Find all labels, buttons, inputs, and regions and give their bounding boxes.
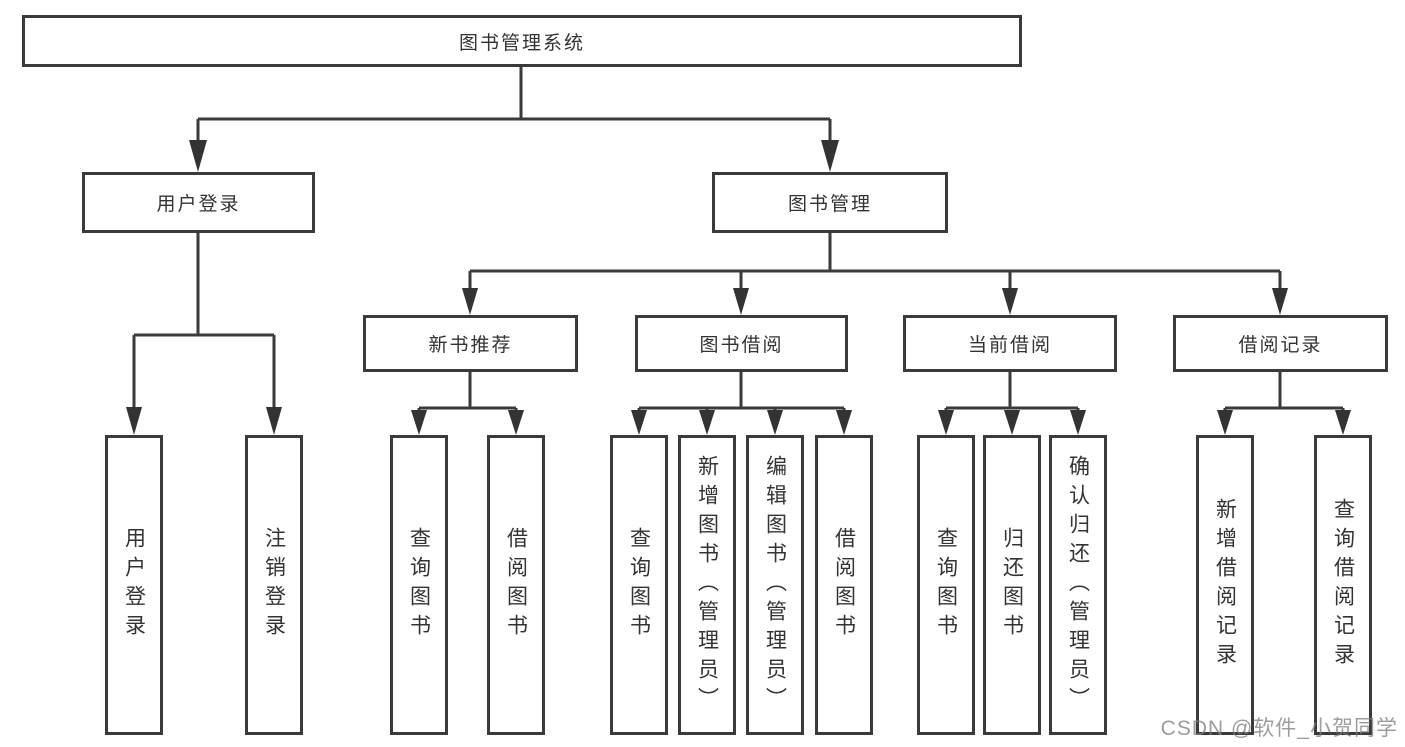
leaf-user-login: 用户登录 (105, 435, 163, 735)
connector-userlogin-to-leaves (132, 233, 276, 410)
connector-current-to-leaves (944, 372, 1080, 414)
node-book-management: 图书管理 (712, 172, 948, 233)
leaf-query-borrow-record: 查询借阅记录 (1314, 435, 1372, 735)
leaf-query-borrow-record-label: 查询借阅记录 (1331, 498, 1355, 672)
leaf-query-books-recommend: 查询图书 (390, 435, 448, 735)
leaf-query-books-recommend-label: 查询图书 (407, 527, 431, 643)
arrowheads-current-leaves (938, 410, 1086, 435)
node-book-borrowing-label: 图书借阅 (699, 335, 784, 356)
leaf-confirm-return-admin-label: 确认归还（管理员） (1066, 454, 1090, 716)
node-library-management-system: 图书管理系统 (22, 15, 1022, 67)
leaf-borrow-books-label: 借阅图书 (832, 527, 856, 643)
leaf-logout: 注销登录 (245, 435, 303, 735)
leaf-edit-book-admin: 编辑图书（管理员） (746, 435, 804, 735)
csdn-watermark: CSDN @软件_小贺同学 (1160, 717, 1398, 740)
node-current-borrowing: 当前借阅 (903, 315, 1117, 372)
leaf-confirm-return-admin: 确认归还（管理员） (1049, 435, 1107, 735)
leaf-edit-book-admin-label: 编辑图书（管理员） (763, 454, 787, 716)
arrowheads-records-leaves (1217, 410, 1351, 435)
node-library-management-system-label: 图书管理系统 (458, 32, 585, 54)
node-book-management-label: 图书管理 (787, 194, 872, 215)
leaf-logout-label: 注销登录 (262, 527, 286, 643)
node-current-borrowing-label: 当前借阅 (967, 335, 1052, 356)
node-borrowing-records-label: 借阅记录 (1238, 335, 1323, 356)
leaf-add-borrow-record: 新增借阅记录 (1196, 435, 1254, 735)
leaf-return-books-label: 归还图书 (1000, 527, 1024, 643)
arrowheads-newbook-leaves (411, 410, 524, 435)
leaf-query-books-borrow-label: 查询图书 (627, 527, 651, 643)
connector-root-to-level2 (196, 67, 832, 144)
leaf-query-books-current: 查询图书 (917, 435, 975, 735)
leaf-borrow-books-recommend-label: 借阅图书 (504, 527, 528, 643)
leaf-add-borrow-record-label: 新增借阅记录 (1213, 498, 1237, 672)
leaf-add-book-admin: 新增图书（管理员） (678, 435, 736, 735)
connector-newbook-to-leaves (417, 372, 518, 414)
leaf-add-book-admin-label: 新增图书（管理员） (695, 454, 719, 716)
leaf-user-login-label: 用户登录 (122, 527, 146, 643)
arrowheads-borrow-leaves (631, 410, 852, 435)
connector-borrow-to-leaves (637, 372, 846, 414)
node-new-book-recommendation-label: 新书推荐 (428, 335, 513, 356)
arrowheads-userlogin-leaves (126, 407, 282, 435)
node-user-login-label: 用户登录 (156, 194, 241, 215)
leaf-borrow-books: 借阅图书 (815, 435, 873, 735)
connector-bookmgmt-to-level3 (468, 233, 1282, 290)
node-user-login: 用户登录 (82, 172, 315, 233)
leaf-return-books: 归还图书 (983, 435, 1041, 735)
arrowheads-level3 (462, 288, 1288, 315)
connector-records-to-leaves (1223, 372, 1345, 414)
leaf-query-books-current-label: 查询图书 (934, 527, 958, 643)
leaf-query-books-borrow: 查询图书 (610, 435, 668, 735)
arrowheads-level2 (189, 140, 839, 172)
node-book-borrowing: 图书借阅 (635, 315, 848, 372)
leaf-borrow-books-recommend: 借阅图书 (487, 435, 545, 735)
node-new-book-recommendation: 新书推荐 (363, 315, 578, 372)
node-borrowing-records: 借阅记录 (1173, 315, 1388, 372)
